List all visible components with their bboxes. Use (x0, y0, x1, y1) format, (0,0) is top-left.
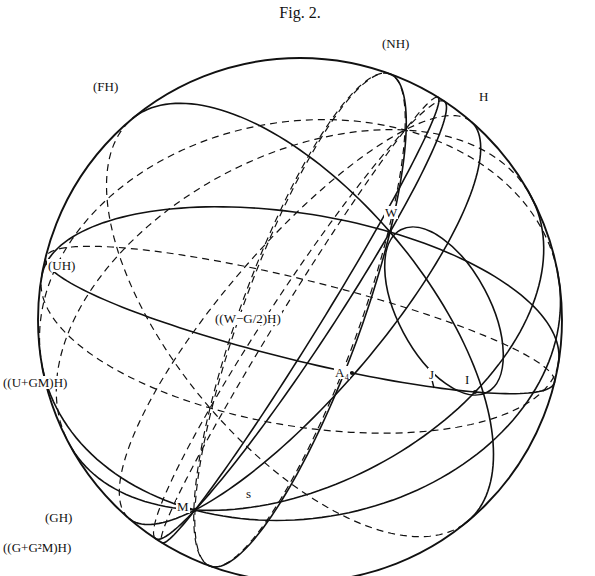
great-circle-arc (352, 373, 555, 394)
great-circle (45, 246, 554, 393)
great-circle (107, 103, 494, 536)
great-circle-arc (44, 207, 559, 365)
great-circle-arc (208, 74, 406, 567)
great-circle (40, 120, 561, 521)
great-circle-arc (45, 259, 352, 373)
point-label: I (464, 373, 470, 386)
great-circle-arc (194, 73, 390, 565)
great-circle (56, 130, 543, 511)
great-circle (154, 101, 447, 540)
point-label: H (478, 90, 489, 103)
point-label: ((W−G/2)H) (214, 312, 282, 325)
great-circle-arc (46, 271, 560, 520)
great-circle-arc (155, 232, 390, 539)
point-label: ((U+GM)H) (2, 376, 68, 389)
sphere-outline (38, 58, 562, 576)
point-label: (NH) (381, 37, 410, 50)
point-label: M (176, 500, 190, 513)
point-label: (GH) (44, 511, 73, 524)
point-label: s (245, 487, 252, 500)
great-circle-arc (41, 275, 558, 433)
great-circle-arc (212, 74, 405, 567)
great-circle-arc (129, 518, 131, 520)
great-circle (41, 207, 559, 433)
pole-point (193, 508, 197, 512)
point-label: ((G+G²M)H) (2, 541, 72, 554)
great-circle-arc (195, 192, 544, 511)
point-label: (FH) (92, 80, 119, 93)
great-circle (194, 73, 407, 567)
great-circle-arc (161, 97, 437, 543)
great-circle-arc (154, 101, 446, 538)
point-label: J (428, 368, 435, 381)
great-circle-arc (132, 103, 493, 524)
great-circle-arc (42, 268, 44, 275)
pole-point (473, 390, 477, 394)
small-circle (360, 208, 528, 414)
point-label: (UH) (47, 259, 76, 272)
great-circle-arc (390, 102, 446, 232)
pole-point (388, 230, 392, 234)
great-circle (195, 73, 405, 567)
great-circle-arc (56, 130, 528, 449)
figure-title: Fig. 2. (279, 5, 320, 21)
great-circle-arc (107, 119, 465, 537)
great-circle (119, 116, 480, 525)
point-label: A₄ (334, 366, 350, 379)
great-circle-arc (195, 73, 390, 567)
great-circle-arc (119, 116, 471, 519)
great-circle-arc (45, 246, 554, 381)
point-label: W (384, 206, 398, 219)
great-circle-arc (131, 122, 481, 525)
pole-point (350, 371, 354, 375)
tick-mark (432, 380, 434, 388)
